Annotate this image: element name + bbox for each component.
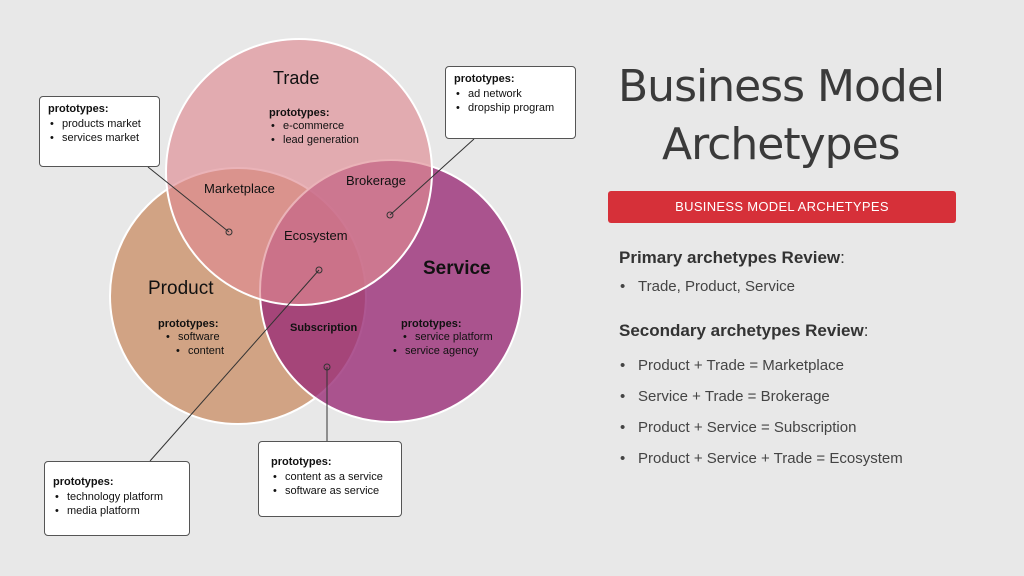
brokerage-callout-item: dropship program — [456, 101, 567, 115]
subscription-callout-item: software as service — [273, 484, 393, 498]
subscription-callout: prototypes: content as a service softwar… — [258, 441, 402, 517]
secondary-heading-colon: : — [863, 321, 869, 340]
marketplace-callout-item: services market — [50, 131, 151, 145]
product-prototype-item: content — [176, 344, 230, 358]
list-item: Trade, Product, Service — [620, 278, 795, 295]
primary-heading-colon: : — [840, 248, 845, 267]
brokerage-marker — [386, 211, 394, 219]
product-label: Product — [148, 278, 214, 299]
service-prototype-item: service platform — [403, 330, 493, 344]
trade-prototypes-heading: prototypes: — [269, 107, 330, 119]
marketplace-callout-heading: prototypes: — [48, 103, 109, 115]
trade-label: Trade — [273, 68, 320, 88]
service-label: Service — [423, 258, 491, 279]
product-prototypes-heading: prototypes: — [158, 318, 219, 330]
ecosystem-callout-item: media platform — [55, 504, 181, 518]
subscription-callout-heading: prototypes: — [271, 456, 332, 468]
brokerage-callout: prototypes: ad network dropship program — [445, 66, 576, 139]
trade-prototype-item: e-commerce — [271, 119, 359, 133]
service-prototypes: prototypes: service platform service age… — [393, 318, 493, 358]
trade-prototypes: prototypes: e-commerce lead generation — [269, 107, 359, 147]
marketplace-leader — [147, 166, 230, 233]
secondary-heading: Secondary archetypes Review: — [619, 321, 868, 341]
marketplace-label: Marketplace — [204, 181, 275, 196]
list-item: Product + Trade = Marketplace — [620, 357, 903, 388]
marketplace-callout-item: products market — [50, 117, 151, 131]
list-item: Service + Trade = Brokerage — [620, 388, 903, 419]
primary-heading-text: Primary archetypes Review — [619, 248, 841, 267]
ecosystem-leader — [149, 269, 320, 462]
page-title-line1: Business Model — [618, 61, 945, 112]
list-item: Product + Service = Subscription — [620, 419, 903, 450]
brokerage-callout-heading: prototypes: — [454, 73, 515, 85]
subscription-marker — [323, 363, 331, 371]
ecosystem-label: Ecosystem — [284, 228, 348, 243]
page-title: Business Model Archetypes — [618, 58, 945, 174]
primary-list: Trade, Product, Service — [620, 278, 795, 295]
ecosystem-callout-heading: prototypes: — [53, 476, 114, 488]
service-prototype-item: service agency — [393, 344, 483, 358]
section-banner: BUSINESS MODEL ARCHETYPES — [608, 191, 956, 223]
brokerage-label: Brokerage — [346, 173, 406, 188]
secondary-heading-text: Secondary archetypes Review — [619, 321, 864, 340]
secondary-list: Product + Trade = Marketplace Service + … — [620, 357, 903, 481]
ecosystem-callout-item: technology platform — [55, 490, 181, 504]
trade-circle — [165, 38, 433, 306]
page-title-line2: Archetypes — [662, 119, 901, 170]
list-item: Product + Service + Trade = Ecosystem — [620, 450, 903, 481]
marketplace-callout: prototypes: products market services mar… — [39, 96, 160, 167]
product-prototype-item: software — [166, 330, 219, 344]
ecosystem-marker — [315, 266, 323, 274]
service-prototypes-heading: prototypes: — [401, 318, 462, 330]
subscription-label: Subscription — [290, 322, 358, 334]
ecosystem-callout: prototypes: technology platform media pl… — [44, 461, 190, 536]
product-prototypes: prototypes: software content — [158, 318, 224, 358]
subscription-callout-item: content as a service — [273, 470, 393, 484]
trade-prototype-item: lead generation — [271, 133, 359, 147]
marketplace-marker — [225, 228, 233, 236]
brokerage-callout-item: ad network — [456, 87, 567, 101]
brokerage-leader — [389, 138, 475, 216]
primary-heading: Primary archetypes Review: — [619, 248, 845, 268]
